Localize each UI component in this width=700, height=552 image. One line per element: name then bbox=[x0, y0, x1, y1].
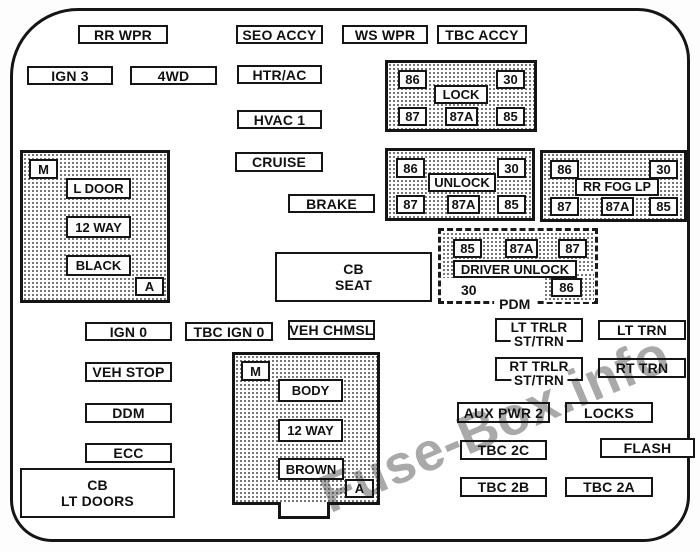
fuse-tbc-2c: TBC 2C bbox=[460, 440, 547, 460]
terminal-87: 87 bbox=[398, 107, 427, 126]
lt-trlr-line1: LT TRLR bbox=[507, 321, 571, 335]
relay-lock-block: 86 30 LOCK 87 87A 85 bbox=[385, 60, 537, 132]
terminal-30: 30 bbox=[649, 160, 678, 179]
connector-bottom-a: A bbox=[345, 479, 374, 498]
fuse-tbc-2a: TBC 2A bbox=[565, 477, 653, 497]
fuse-ddm: DDM bbox=[85, 403, 172, 423]
relay-driver-unlock-label: DRIVER UNLOCK bbox=[453, 260, 577, 278]
connector-left-slot-3: BLACK bbox=[66, 255, 131, 276]
fuse-veh-stop: VEH STOP bbox=[85, 362, 172, 382]
breaker-cb-seat: CB SEAT bbox=[275, 252, 432, 302]
terminal-30: 30 bbox=[461, 282, 477, 298]
terminal-85: 85 bbox=[453, 239, 482, 258]
connector-bottom-slot-2: 12 WAY bbox=[278, 419, 343, 442]
fuse-ign-3: IGN 3 bbox=[27, 66, 113, 85]
terminal-86: 86 bbox=[551, 278, 582, 297]
fuse-aux-pwr-2: AUX PWR 2 bbox=[457, 402, 550, 423]
fuse-lt-trn: LT TRN bbox=[598, 320, 686, 340]
pdm-label: PDM bbox=[494, 296, 536, 312]
connector-left-slot-2: 12 WAY bbox=[66, 216, 131, 238]
fuse-4wd: 4WD bbox=[130, 66, 217, 85]
terminal-87: 87 bbox=[550, 197, 579, 216]
breaker-cb-lt-doors: CB LT DOORS bbox=[20, 468, 175, 518]
fuse-cruise: CRUISE bbox=[235, 152, 323, 172]
connector-left-slot-1: L DOOR bbox=[66, 178, 131, 199]
fuse-htr-ac: HTR/AC bbox=[237, 65, 322, 84]
connector-bottom-slot-3: BROWN bbox=[278, 458, 344, 480]
terminal-30: 30 bbox=[496, 70, 525, 89]
fuse-seo-accy: SEO ACCY bbox=[236, 25, 323, 44]
terminal-86: 86 bbox=[396, 158, 425, 178]
fuse-tbc-2b: TBC 2B bbox=[460, 477, 547, 497]
connector-left-block: M L DOOR 12 WAY BLACK A bbox=[20, 150, 170, 303]
fuse-veh-chmsl: VEH CHMSL bbox=[288, 320, 375, 340]
relay-unlock-label: UNLOCK bbox=[428, 173, 496, 192]
terminal-85: 85 bbox=[649, 197, 678, 216]
fuse-tbc-ign-0: TBC IGN 0 bbox=[185, 322, 273, 341]
terminal-85: 85 bbox=[497, 195, 526, 214]
fuse-ws-wpr: WS WPR bbox=[342, 25, 428, 44]
cb-lt-doors-line1: CB bbox=[87, 477, 108, 493]
fuse-locks: LOCKS bbox=[565, 402, 653, 423]
relay-unlock-block: 86 30 UNLOCK 87 87A 85 bbox=[385, 148, 535, 221]
fuse-flash: FLASH bbox=[600, 438, 695, 458]
terminal-87a: 87A bbox=[447, 195, 480, 214]
connector-bottom-tab bbox=[278, 502, 330, 519]
terminal-87: 87 bbox=[396, 195, 425, 214]
fuse-rt-trn: RT TRN bbox=[598, 358, 686, 378]
cb-lt-doors-line2: LT DOORS bbox=[61, 493, 134, 509]
terminal-87: 87 bbox=[558, 239, 587, 258]
fuse-ign-0: IGN 0 bbox=[85, 322, 172, 341]
relay-rr-fog-lp-label: RR FOG LP bbox=[575, 178, 659, 196]
terminal-85: 85 bbox=[496, 107, 525, 126]
rt-trlr-line1: RT TRLR bbox=[506, 360, 572, 374]
fuse-lt-trlr-st-trn: LT TRLR ST/TRN bbox=[495, 318, 583, 348]
fuse-ecc: ECC bbox=[85, 443, 172, 463]
connector-left-m: M bbox=[29, 159, 58, 179]
terminal-30: 30 bbox=[497, 158, 526, 178]
connector-bottom-m: M bbox=[241, 361, 270, 381]
fuse-rt-trlr-st-trn: RT TRLR ST/TRN bbox=[495, 357, 583, 387]
terminal-87a: 87A bbox=[445, 107, 478, 126]
terminal-86: 86 bbox=[550, 160, 579, 179]
relay-rr-fog-lp-block: 86 30 RR FOG LP 87 87A 85 bbox=[540, 150, 687, 222]
terminal-87a: 87A bbox=[601, 197, 634, 216]
fuse-brake: BRAKE bbox=[288, 194, 375, 213]
fuse-tbc-accy: TBC ACCY bbox=[437, 25, 527, 44]
relay-pdm-block: 85 87A 87 DRIVER UNLOCK 30 86 PDM bbox=[438, 228, 598, 312]
lt-trlr-line2: ST/TRN bbox=[511, 334, 567, 348]
fuse-rr-wpr: RR WPR bbox=[78, 25, 168, 44]
connector-bottom-block: M BODY 12 WAY BROWN A bbox=[232, 352, 380, 505]
relay-lock-label: LOCK bbox=[434, 85, 488, 104]
fuse-hvac-1: HVAC 1 bbox=[237, 110, 322, 129]
cb-seat-line2: SEAT bbox=[334, 277, 373, 293]
connector-left-a: A bbox=[135, 277, 164, 296]
terminal-86: 86 bbox=[398, 70, 427, 89]
cb-seat-line1: CB bbox=[343, 261, 364, 277]
rt-trlr-line2: ST/TRN bbox=[511, 373, 567, 387]
terminal-87a: 87A bbox=[505, 239, 538, 258]
connector-bottom-slot-1: BODY bbox=[278, 379, 343, 402]
